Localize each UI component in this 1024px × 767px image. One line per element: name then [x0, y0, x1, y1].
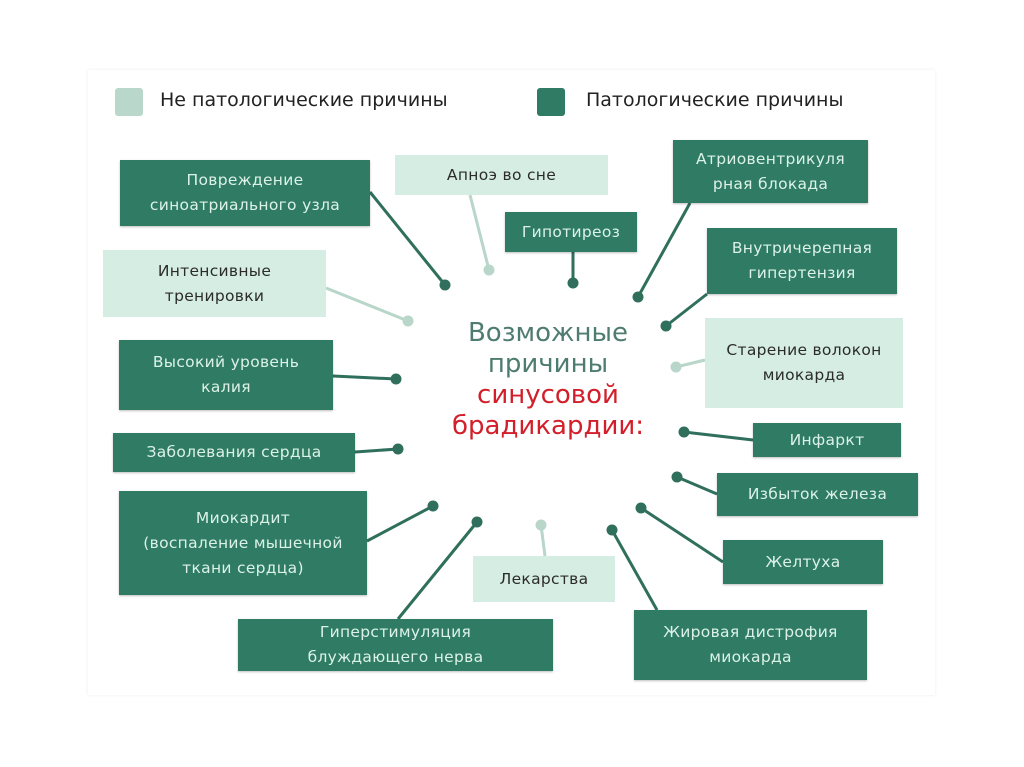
- connector-dot: [392, 443, 404, 455]
- pathological-cause-box: Гипотиреоз: [505, 212, 637, 252]
- pathological-cause-box: Миокардит (воспаление мышечной ткани сер…: [119, 491, 367, 595]
- title-line: причины: [487, 349, 609, 379]
- connector-line: [325, 286, 409, 323]
- non-pathological-cause-box: Лекарства: [473, 556, 615, 602]
- legend-swatch-pathological: [537, 88, 565, 116]
- connector-dot: [670, 361, 682, 373]
- pathological-cause-box: Внутричерепная гипертензия: [707, 228, 897, 294]
- connector-dot: [390, 373, 402, 385]
- connector-dot: [439, 279, 451, 291]
- connector-dot: [402, 315, 414, 327]
- connector-line: [396, 521, 479, 620]
- connector-line: [683, 430, 754, 442]
- pathological-cause-box: Желтуха: [723, 540, 883, 584]
- connector-dot: [632, 291, 644, 303]
- connector-line: [676, 475, 718, 496]
- pathological-cause-box: Избыток железа: [717, 473, 918, 516]
- legend-label-non-pathological: Не патологические причины: [160, 89, 448, 111]
- title-line: Возможные: [467, 318, 629, 348]
- connector-dot: [567, 277, 579, 289]
- pathological-cause-box: Инфаркт: [753, 423, 901, 457]
- connector-dot: [660, 320, 672, 332]
- diagram-title: Возможные причины синусовой брадикардии:: [430, 318, 666, 442]
- legend-label-pathological: Патологические причины: [586, 89, 844, 111]
- connector-dot: [471, 516, 483, 528]
- pathological-cause-box: Высокий уровень калия: [119, 340, 333, 410]
- connector-dot: [427, 500, 439, 512]
- connector-dot: [483, 264, 495, 276]
- connector-line: [468, 194, 491, 271]
- connector-line: [640, 506, 724, 564]
- connector-line: [354, 447, 399, 454]
- connector-line: [366, 504, 434, 543]
- non-pathological-cause-box: Старение волокон миокарда: [705, 318, 903, 408]
- title-line: синусовой: [477, 380, 619, 410]
- connector-dot: [606, 524, 618, 536]
- connector-line: [610, 529, 659, 611]
- non-pathological-cause-box: Апноэ во сне: [395, 155, 608, 195]
- pathological-cause-box: Жировая дистрофия миокарда: [634, 610, 867, 680]
- connector-dot: [678, 426, 690, 438]
- pathological-cause-box: Гиперстимуляция блуждающего нерва: [238, 619, 553, 671]
- pathological-cause-box: Заболевания сердца: [113, 433, 355, 472]
- title-line: брадикардии:: [451, 411, 645, 441]
- legend-swatch-non-pathological: [115, 88, 143, 116]
- connector-line: [368, 191, 447, 286]
- connector-line: [332, 374, 397, 381]
- connector-dot: [635, 502, 647, 514]
- pathological-cause-box: Атриовентрикуля рная блокада: [673, 140, 868, 203]
- connector-line: [636, 202, 692, 298]
- connector-line: [665, 292, 708, 328]
- connector-dot: [535, 519, 547, 531]
- connector-dot: [671, 471, 683, 483]
- non-pathological-cause-box: Интенсивные тренировки: [103, 250, 326, 317]
- pathological-cause-box: Повреждение синоатриального узла: [120, 160, 370, 226]
